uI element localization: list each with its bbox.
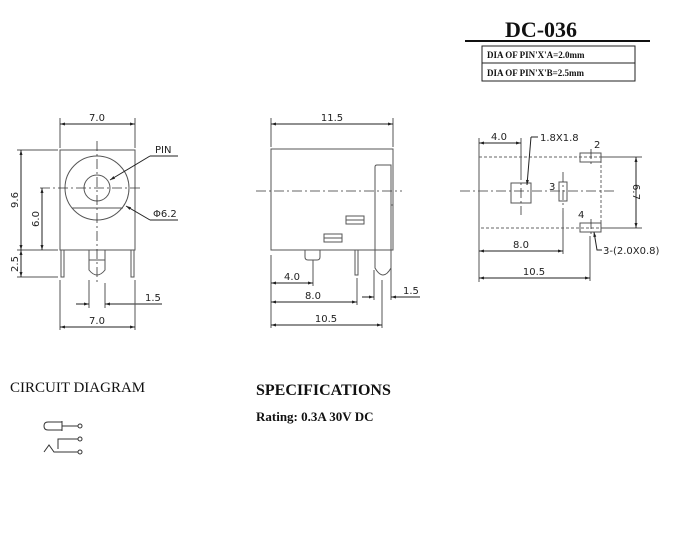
front-width-bottom: 7.0 xyxy=(89,316,105,327)
side-dim-2: 8.0 xyxy=(305,291,321,302)
specs-heading: SPECIFICATIONS xyxy=(256,382,391,399)
side-dim-3: 10.5 xyxy=(315,314,337,325)
title-block: DC-036 DIA OF PIN'X'A=2.0mm DIA OF PIN'X… xyxy=(465,17,650,82)
rating-text: Rating: 0.3A 30V DC xyxy=(256,409,374,424)
square-pin-label: 1.8X1.8 xyxy=(540,133,579,144)
footprint-dim-3: 10.5 xyxy=(523,267,545,278)
pin-2-label: 2 xyxy=(594,140,600,151)
pin-table-row-a: DIA OF PIN'X'A=2.0mm xyxy=(487,50,585,60)
slot-pins-label: 3-(2.0X0.8) xyxy=(603,246,660,257)
part-title: DC-036 xyxy=(505,17,577,42)
front-view: 7.0 9.6 2.5 6.0 PIN Φ6.2 1.5 7.0 xyxy=(10,113,178,330)
specifications: SPECIFICATIONS Rating: 0.3A 30V DC xyxy=(256,382,391,424)
front-width-top: 7.0 xyxy=(89,113,105,124)
footprint-view: 2 3 4 4.0 1.8X1.8 6.7 8.0 10.5 3-(2.0X0.… xyxy=(460,132,660,282)
side-view: 11.5 4.0 8.0 10.5 1.5 xyxy=(256,113,420,328)
side-length: 11.5 xyxy=(321,113,343,124)
front-pin-length: 2.5 xyxy=(10,256,21,272)
front-height: 9.6 xyxy=(10,192,21,208)
pin-label: PIN xyxy=(155,145,171,156)
side-pin-width: 1.5 xyxy=(403,286,419,297)
side-dim-1: 4.0 xyxy=(284,272,300,283)
jack-schematic-symbol xyxy=(43,421,83,455)
circuit-heading: CIRCUIT DIAGRAM xyxy=(10,380,145,396)
pin-4-label: 4 xyxy=(578,210,584,221)
pin-3-label: 3 xyxy=(549,182,555,193)
footprint-dim-2: 8.0 xyxy=(513,240,529,251)
front-center-height: 6.0 xyxy=(31,211,42,227)
front-pin-spacing: 1.5 xyxy=(145,293,161,304)
diameter-label: Φ6.2 xyxy=(153,209,177,220)
footprint-height: 6.7 xyxy=(630,184,641,200)
footprint-dim-1: 4.0 xyxy=(491,132,507,143)
pin-table-row-b: DIA OF PIN'X'B=2.5mm xyxy=(487,68,585,78)
circuit-diagram: CIRCUIT DIAGRAM xyxy=(10,380,145,455)
